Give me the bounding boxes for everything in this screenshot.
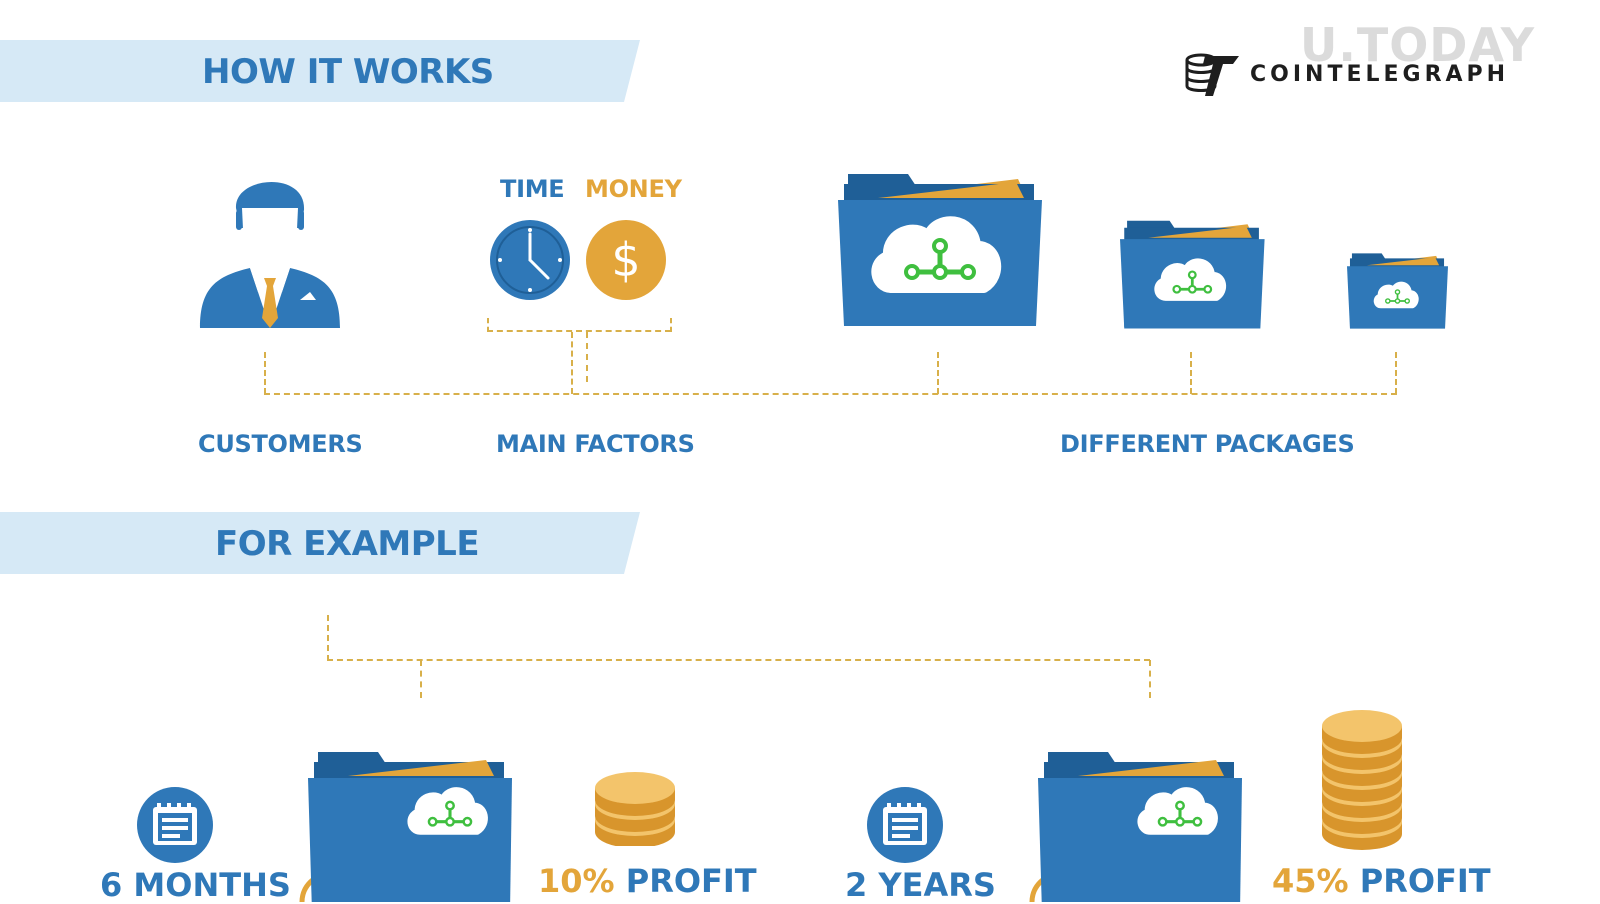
example-folder-icon bbox=[1029, 752, 1242, 902]
for-example-banner bbox=[0, 512, 640, 574]
connector bbox=[487, 318, 489, 332]
money-label: MONEY bbox=[585, 175, 682, 203]
calendar-icon bbox=[867, 787, 943, 863]
utoday-watermark: U.TODAY bbox=[1300, 18, 1536, 72]
connector bbox=[327, 659, 1150, 661]
coin-stack-icon bbox=[595, 772, 675, 846]
example-2-profit-label: PROFIT bbox=[1359, 862, 1491, 900]
large-package-folder-icon bbox=[838, 174, 1042, 326]
cointelegraph-logo-icon bbox=[1185, 53, 1239, 96]
coin-stack-icon bbox=[1322, 710, 1402, 850]
main-factors-label: MAIN FACTORS bbox=[496, 430, 695, 458]
connector bbox=[937, 352, 939, 394]
example-2-duration: 2 YEARS bbox=[845, 866, 996, 904]
customer-icon bbox=[200, 181, 340, 328]
example-1-profit: 10% PROFIT bbox=[538, 862, 757, 900]
example-folder-icon bbox=[299, 752, 512, 902]
connector bbox=[571, 332, 573, 394]
example-1-duration: 6 MONTHS bbox=[100, 866, 291, 904]
example-1-percent: 10% bbox=[538, 862, 615, 900]
connector bbox=[1149, 660, 1151, 698]
how-it-works-banner bbox=[0, 40, 640, 102]
example-2-profit: 45% PROFIT bbox=[1272, 862, 1491, 900]
dollar-coin-icon: $ bbox=[586, 220, 666, 300]
connector bbox=[264, 393, 1397, 395]
different-packages-label: DIFFERENT PACKAGES bbox=[1060, 430, 1355, 458]
example-1-profit-label: PROFIT bbox=[625, 862, 757, 900]
how-it-works-title: HOW IT WORKS bbox=[202, 52, 494, 92]
connector bbox=[487, 330, 671, 332]
connector bbox=[670, 318, 672, 332]
connector bbox=[264, 352, 266, 394]
small-package-folder-icon bbox=[1347, 253, 1449, 329]
calendar-icon bbox=[137, 787, 213, 863]
connector bbox=[420, 660, 422, 698]
connector bbox=[586, 332, 588, 382]
for-example-title: FOR EXAMPLE bbox=[215, 524, 480, 564]
example-2-percent: 45% bbox=[1272, 862, 1349, 900]
customers-label: CUSTOMERS bbox=[198, 430, 363, 458]
cointelegraph-logo-text: COINTELEGRAPH bbox=[1250, 62, 1510, 87]
svg-text:$: $ bbox=[611, 233, 640, 287]
connector bbox=[1395, 352, 1397, 394]
clock-icon bbox=[490, 220, 570, 300]
time-label: TIME bbox=[500, 175, 565, 203]
connector bbox=[1190, 352, 1192, 394]
connector bbox=[327, 615, 329, 661]
medium-package-folder-icon bbox=[1120, 220, 1265, 329]
